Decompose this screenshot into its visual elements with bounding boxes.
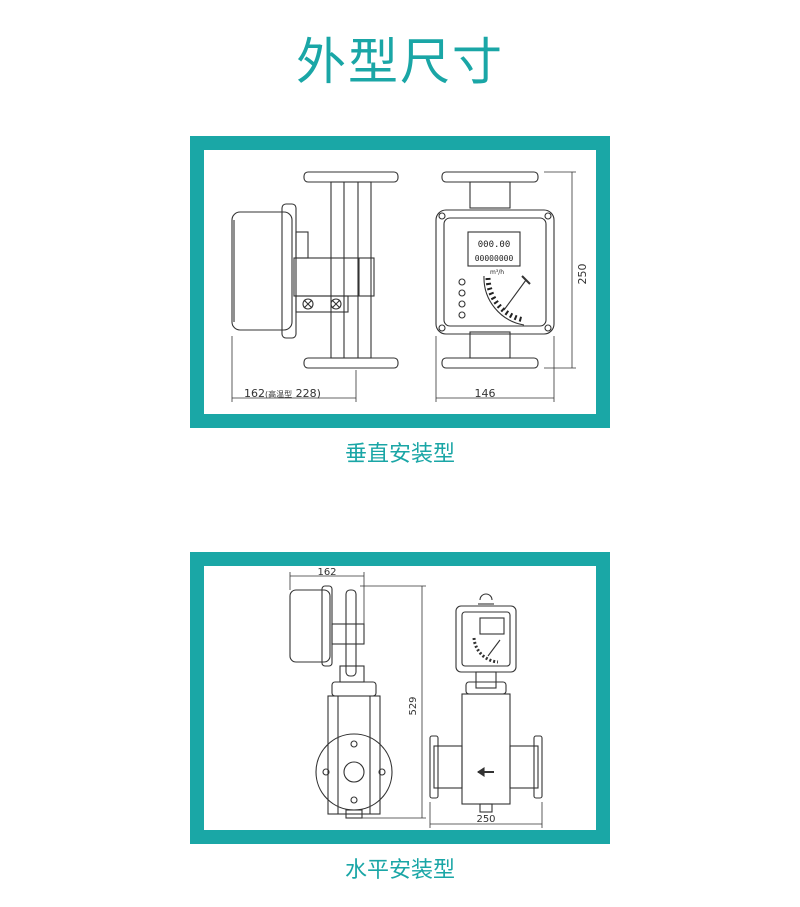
screw-icon	[544, 212, 552, 220]
led-indicator-icon	[458, 289, 466, 297]
vertical-caption: 垂直安装型	[344, 442, 455, 467]
dim-top-label: 162	[317, 567, 336, 578]
flow-direction-arrow-icon	[477, 766, 494, 778]
horizontal-caption: 水平安装型	[344, 858, 455, 883]
bolt-icon	[302, 298, 314, 310]
display-line1: 000.00	[478, 240, 511, 250]
pointer-needle-icon	[503, 275, 531, 311]
pointer-needle-icon	[472, 637, 501, 664]
horizontal-install-frame: 162 529 250	[190, 552, 610, 844]
display-line2: 00000000	[475, 254, 514, 263]
vertical-install-drawing: 162(高温型 228) 146 250 000.00 00000000 m³/…	[231, 171, 589, 402]
dim-side-label: 162(高温型 228)	[244, 387, 321, 400]
flange-face-icon	[315, 733, 393, 811]
dim-width-label: 146	[475, 387, 496, 400]
scale-arc-icon	[483, 275, 525, 326]
flow-unit-label: m³/h	[490, 269, 504, 276]
vertical-install-frame: 162(高温型 228) 146 250 000.00 00000000 m³/…	[190, 136, 610, 428]
dim-height-label: 250	[576, 264, 589, 285]
screw-icon	[544, 324, 552, 332]
screw-icon	[438, 212, 446, 220]
dim-height-label: 529	[408, 696, 419, 715]
page-title: 外型尺寸	[296, 33, 504, 91]
screw-icon	[438, 324, 446, 332]
bolt-icon	[330, 298, 342, 310]
led-indicator-icon	[458, 300, 466, 308]
led-indicator-icon	[458, 311, 466, 319]
horizontal-install-drawing: 162 529 250	[289, 567, 543, 828]
dim-width-label: 250	[476, 814, 495, 825]
led-indicator-icon	[458, 278, 466, 286]
